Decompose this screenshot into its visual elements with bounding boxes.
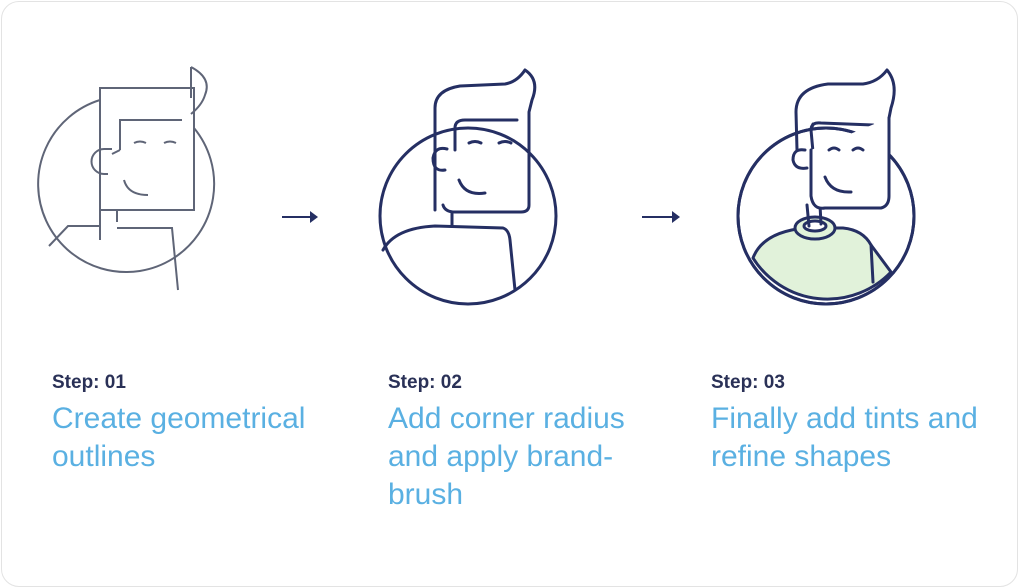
- arrow-right-icon: [642, 211, 680, 223]
- arrow-right-icon: [282, 211, 318, 223]
- step-label: Step: 02: [388, 372, 462, 393]
- step-1: Step: 01 Create geometrical outlines: [52, 372, 352, 476]
- step-label: Step: 01: [52, 372, 126, 393]
- step-description: Create geometrical outlines: [52, 402, 306, 473]
- brushed-face-illustration: [378, 68, 558, 306]
- step-description: Add corner radius and apply brand-brush: [388, 402, 625, 511]
- step-label: Step: 03: [711, 372, 785, 393]
- step-2: Step: 02 Add corner radius and apply bra…: [388, 372, 658, 514]
- step-3: Step: 03 Finally add tints and refine sh…: [711, 372, 991, 476]
- step-description: Finally add tints and refine shapes: [711, 402, 978, 473]
- outline-face-illustration: [37, 66, 216, 291]
- tinted-face-illustration: [736, 68, 916, 306]
